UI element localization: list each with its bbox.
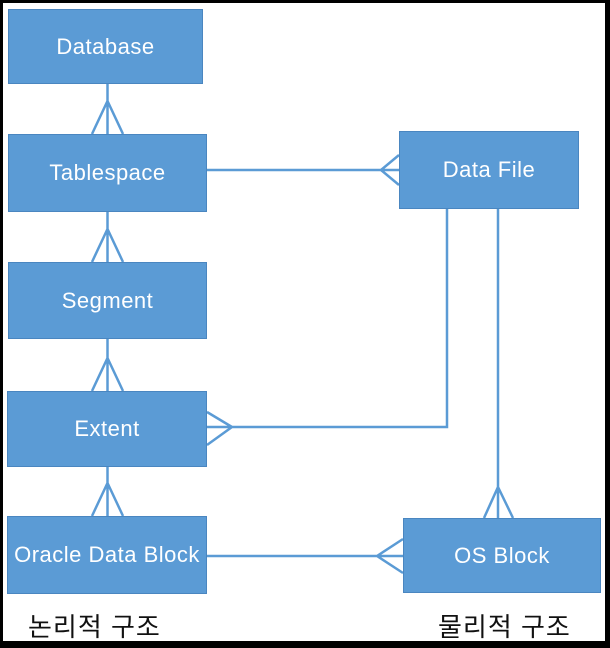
node-segment: Segment [8,262,207,339]
node-os-block: OS Block [403,518,601,593]
connector-data-file-extent [206,209,449,447]
section-label-logical: 논리적 구조 [28,612,161,642]
connector-oracle-data-block-os-block [207,537,404,575]
section-label-physical: 물리적 구조 [438,612,571,642]
node-tablespace: Tablespace [8,134,207,212]
node-oracle-data-block: Oracle Data Block [7,516,207,594]
connector-tablespace-data-file [207,154,400,186]
connector-segment-extent [90,339,125,392]
connector-database-tablespace [90,84,125,135]
node-extent: Extent [7,391,207,467]
connector-tablespace-segment [90,212,125,263]
node-database-label: Database [56,33,155,59]
node-tablespace-label: Tablespace [49,160,166,185]
connector-data-file-os-block [482,209,515,519]
node-segment-label: Segment [61,287,154,313]
node-oracle-data-block-label: Oracle Data Block [14,542,200,567]
connector-extent-oracle-data-block [90,467,125,517]
connector-layer [90,84,515,575]
node-database: Database [8,9,203,84]
node-data-file-label: Data File [442,157,536,182]
node-data-file: Data File [399,131,579,209]
node-extent-label: Extent [74,416,140,441]
node-os-block-label: OS Block [454,542,550,568]
